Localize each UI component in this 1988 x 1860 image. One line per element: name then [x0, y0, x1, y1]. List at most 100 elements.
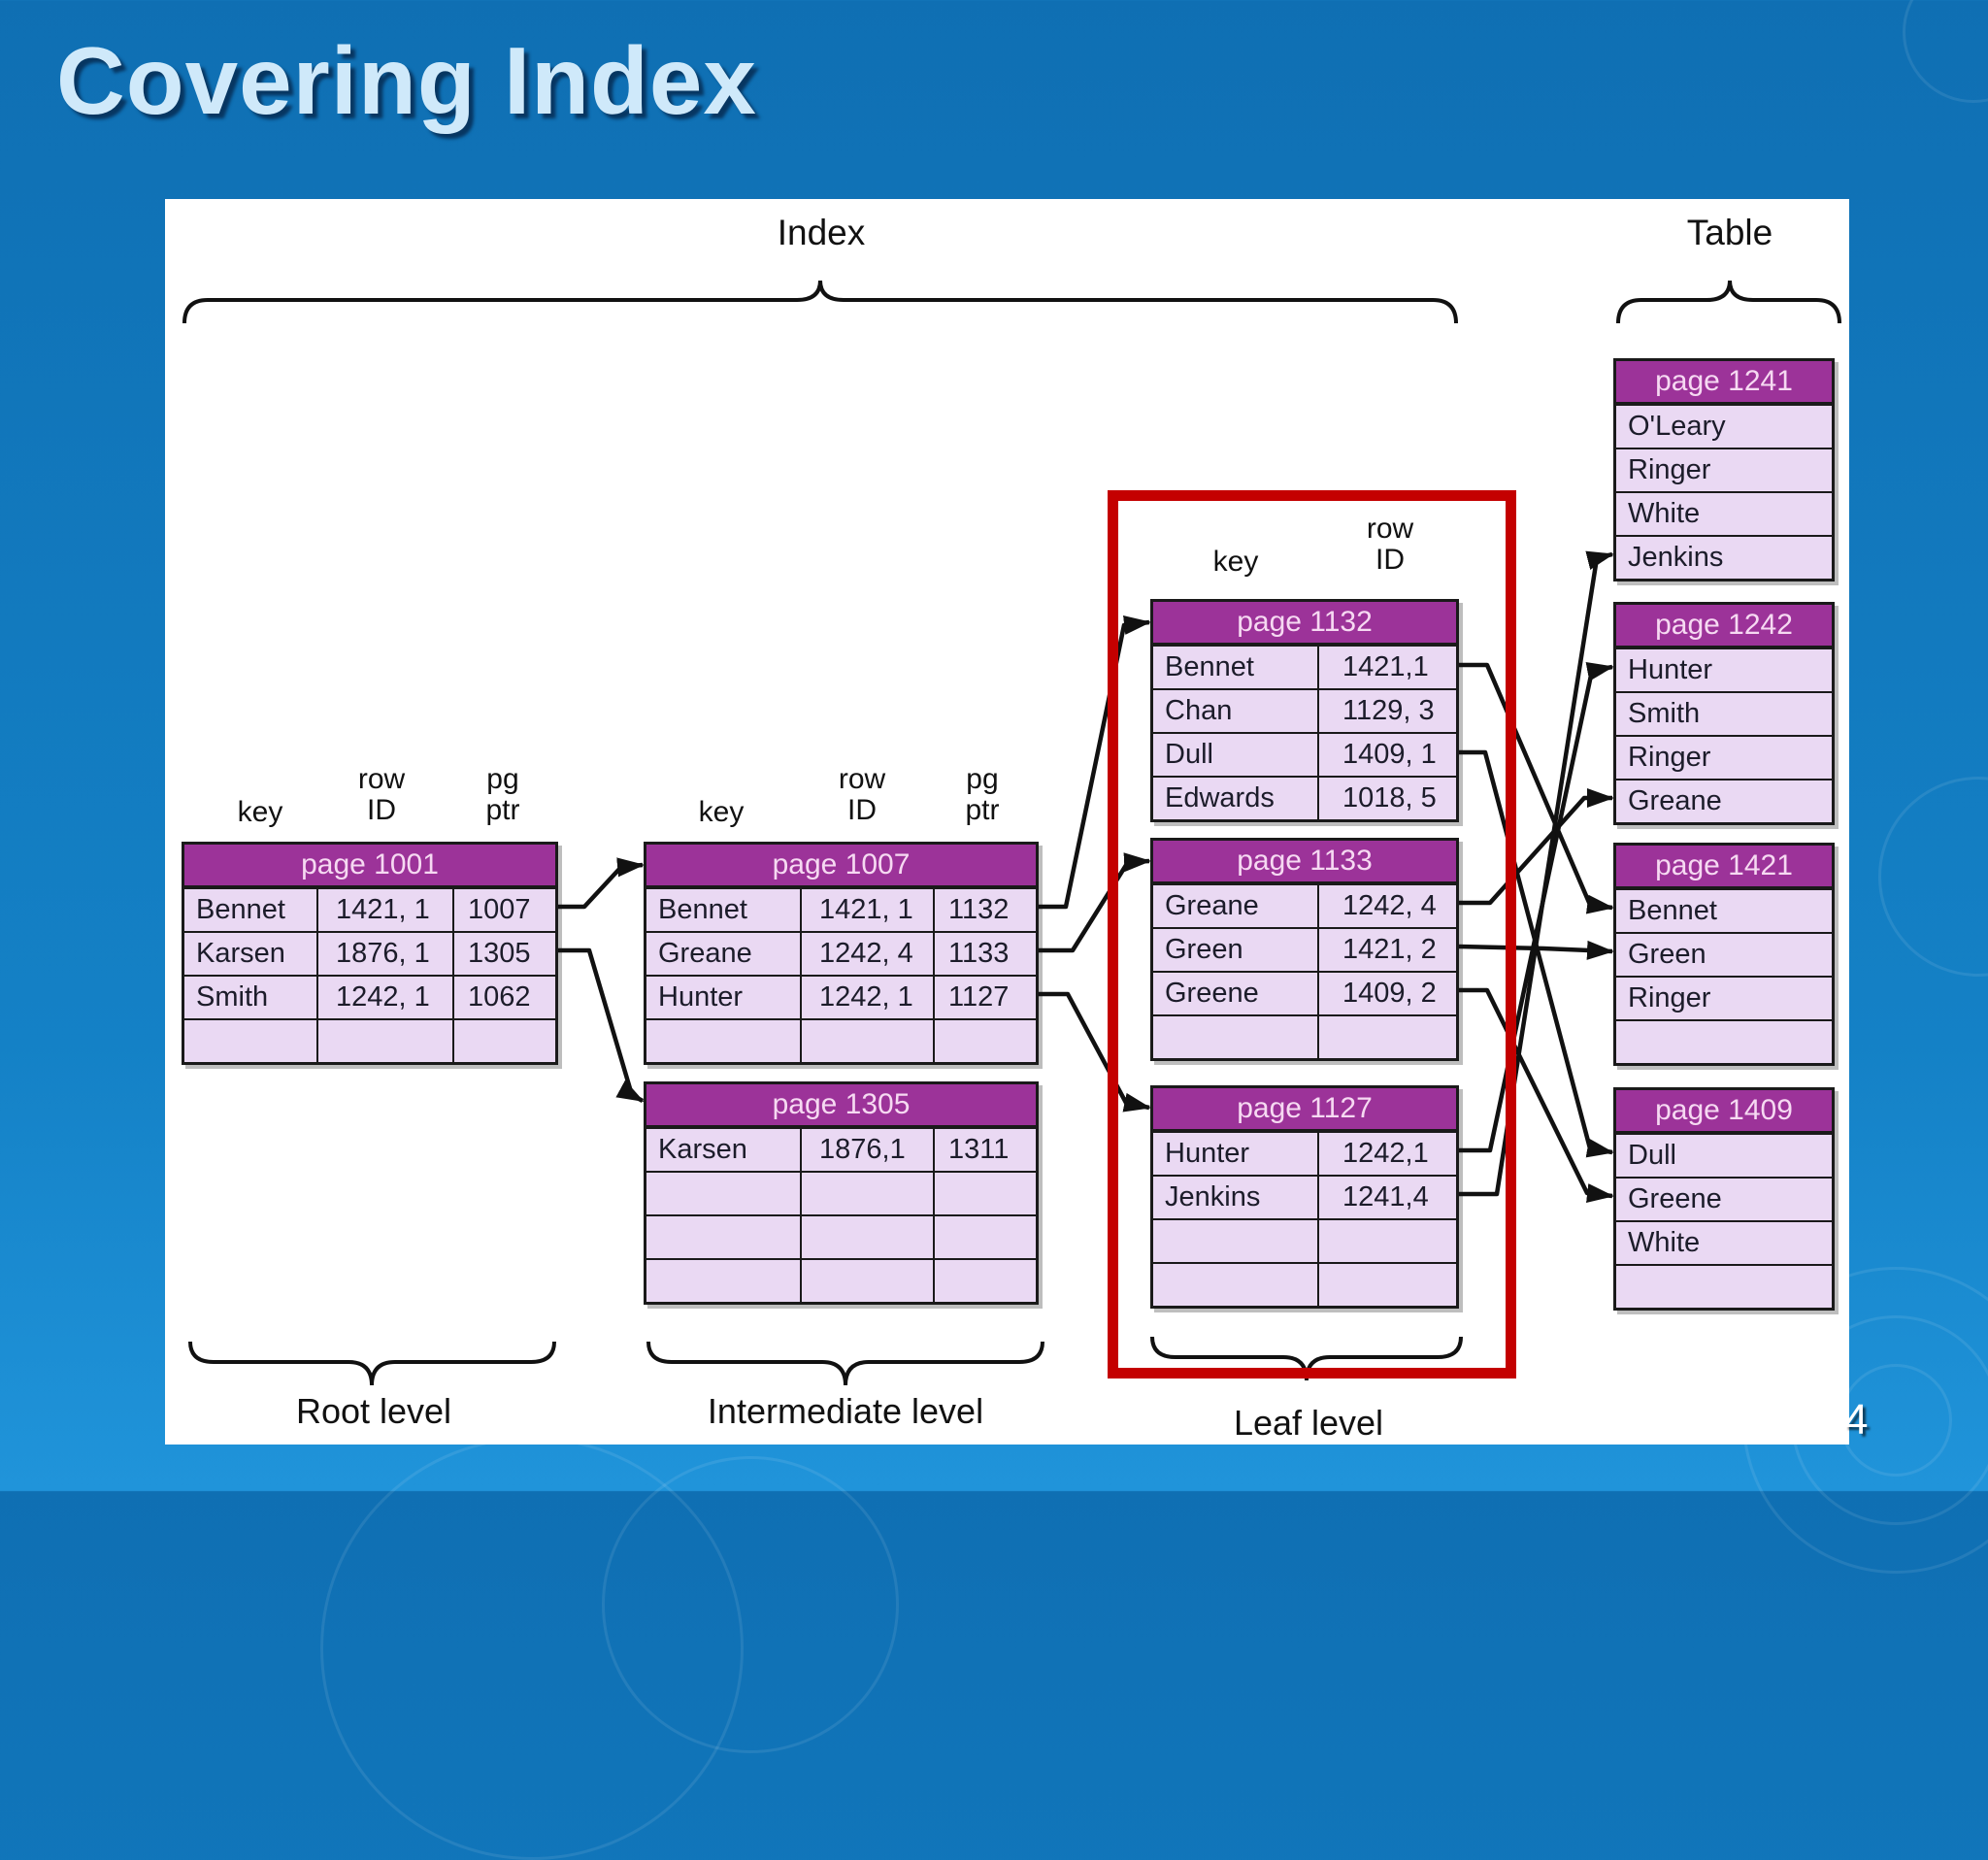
table-row — [646, 1171, 1036, 1214]
cell — [1616, 1021, 1832, 1063]
cell — [800, 1173, 933, 1214]
cell: Hunter — [1628, 654, 1713, 685]
cell: 1062 — [452, 977, 555, 1018]
table-row: Ringer — [1616, 448, 1832, 491]
cell: 1421, 1 — [316, 889, 452, 931]
cell: Edwards — [1165, 782, 1275, 814]
table-row: Ringer — [1616, 735, 1832, 779]
cell: 1132 — [933, 889, 1036, 931]
cell — [933, 1216, 1036, 1258]
table-row — [184, 1018, 555, 1062]
table-section-label: Table — [1686, 213, 1773, 252]
cell: 1007 — [452, 889, 555, 931]
cell: Greane — [658, 938, 752, 969]
cell: 1241,4 — [1317, 1177, 1456, 1218]
table-row: Ringer — [1616, 976, 1832, 1019]
table-row: Dull 1409, 1 — [1153, 732, 1456, 776]
index-section-label: Index — [777, 213, 866, 252]
cell: 1127 — [933, 977, 1036, 1018]
index-brace — [182, 280, 1458, 324]
table-row: O'Leary — [1616, 404, 1832, 448]
cell: Greane — [1628, 785, 1722, 816]
table-row: Jenkins — [1616, 535, 1832, 579]
arrow-page-1001-bennet-to-page-1007 — [558, 857, 645, 910]
cell: O'Leary — [1628, 411, 1726, 442]
intermediate-key-header: key — [698, 796, 745, 828]
intermediate-level-brace — [646, 1341, 1044, 1386]
page-title: Covering Index — [56, 27, 757, 134]
table-row — [646, 1018, 1036, 1062]
cell: Bennet — [658, 894, 747, 925]
cell: White — [1628, 498, 1701, 529]
cell — [646, 1216, 800, 1258]
ripple-decoration — [1903, 0, 1988, 103]
arrow-page-1001-karsen-to-page-1305 — [558, 947, 645, 1103]
cell: Dull — [1628, 1140, 1676, 1171]
cell — [1317, 1264, 1456, 1306]
cell: White — [1628, 1227, 1701, 1258]
cell: Jenkins — [1628, 542, 1724, 573]
cell: 1421,1 — [1317, 647, 1456, 688]
leaf-level-highlight — [1108, 490, 1516, 1378]
cell: 1242, 1 — [316, 977, 452, 1018]
table-row: Smith — [1616, 691, 1832, 735]
table-row — [646, 1214, 1036, 1258]
table-row: White — [1616, 491, 1832, 535]
cell — [800, 1260, 933, 1302]
cell — [933, 1173, 1036, 1214]
cell: Bennet — [1628, 895, 1717, 926]
table-row: Green — [1616, 932, 1832, 976]
cell: 1876, 1 — [316, 933, 452, 975]
cell: Hunter — [658, 981, 744, 1013]
cell: Smith — [1628, 698, 1701, 729]
page-header: page 1241 — [1616, 361, 1832, 404]
table-row: Greane — [1616, 779, 1832, 822]
ripple-decoration — [1878, 777, 1988, 977]
cell: Ringer — [1628, 742, 1711, 773]
page-header: page 1007 — [646, 845, 1036, 887]
cell: 1242, 4 — [800, 933, 933, 975]
cell: 1409, 1 — [1317, 734, 1456, 776]
cell: Dull — [1165, 739, 1213, 770]
cell: 1409, 2 — [1317, 973, 1456, 1014]
table-row: Greene — [1616, 1177, 1832, 1220]
cell: Greene — [1165, 978, 1259, 1009]
cell — [1616, 1266, 1832, 1308]
table-row — [646, 1258, 1036, 1302]
cell: Green — [1165, 934, 1243, 965]
page-header: page 1132 — [1153, 602, 1456, 645]
cell: 1242,1 — [1317, 1133, 1456, 1175]
cell: 1311 — [933, 1129, 1036, 1171]
root-level-brace — [188, 1341, 556, 1386]
page-number: 4 — [1844, 1396, 1869, 1444]
page-header: page 1305 — [646, 1084, 1036, 1127]
table-row — [1153, 1014, 1456, 1058]
table-row: Bennet — [1616, 888, 1832, 932]
table-row — [1153, 1218, 1456, 1262]
page-header: page 1409 — [1616, 1090, 1832, 1133]
cell — [646, 1173, 800, 1214]
table-row — [1153, 1262, 1456, 1306]
cell: 1129, 3 — [1317, 690, 1456, 732]
intermediate-level-label: Intermediate level — [707, 1391, 984, 1431]
